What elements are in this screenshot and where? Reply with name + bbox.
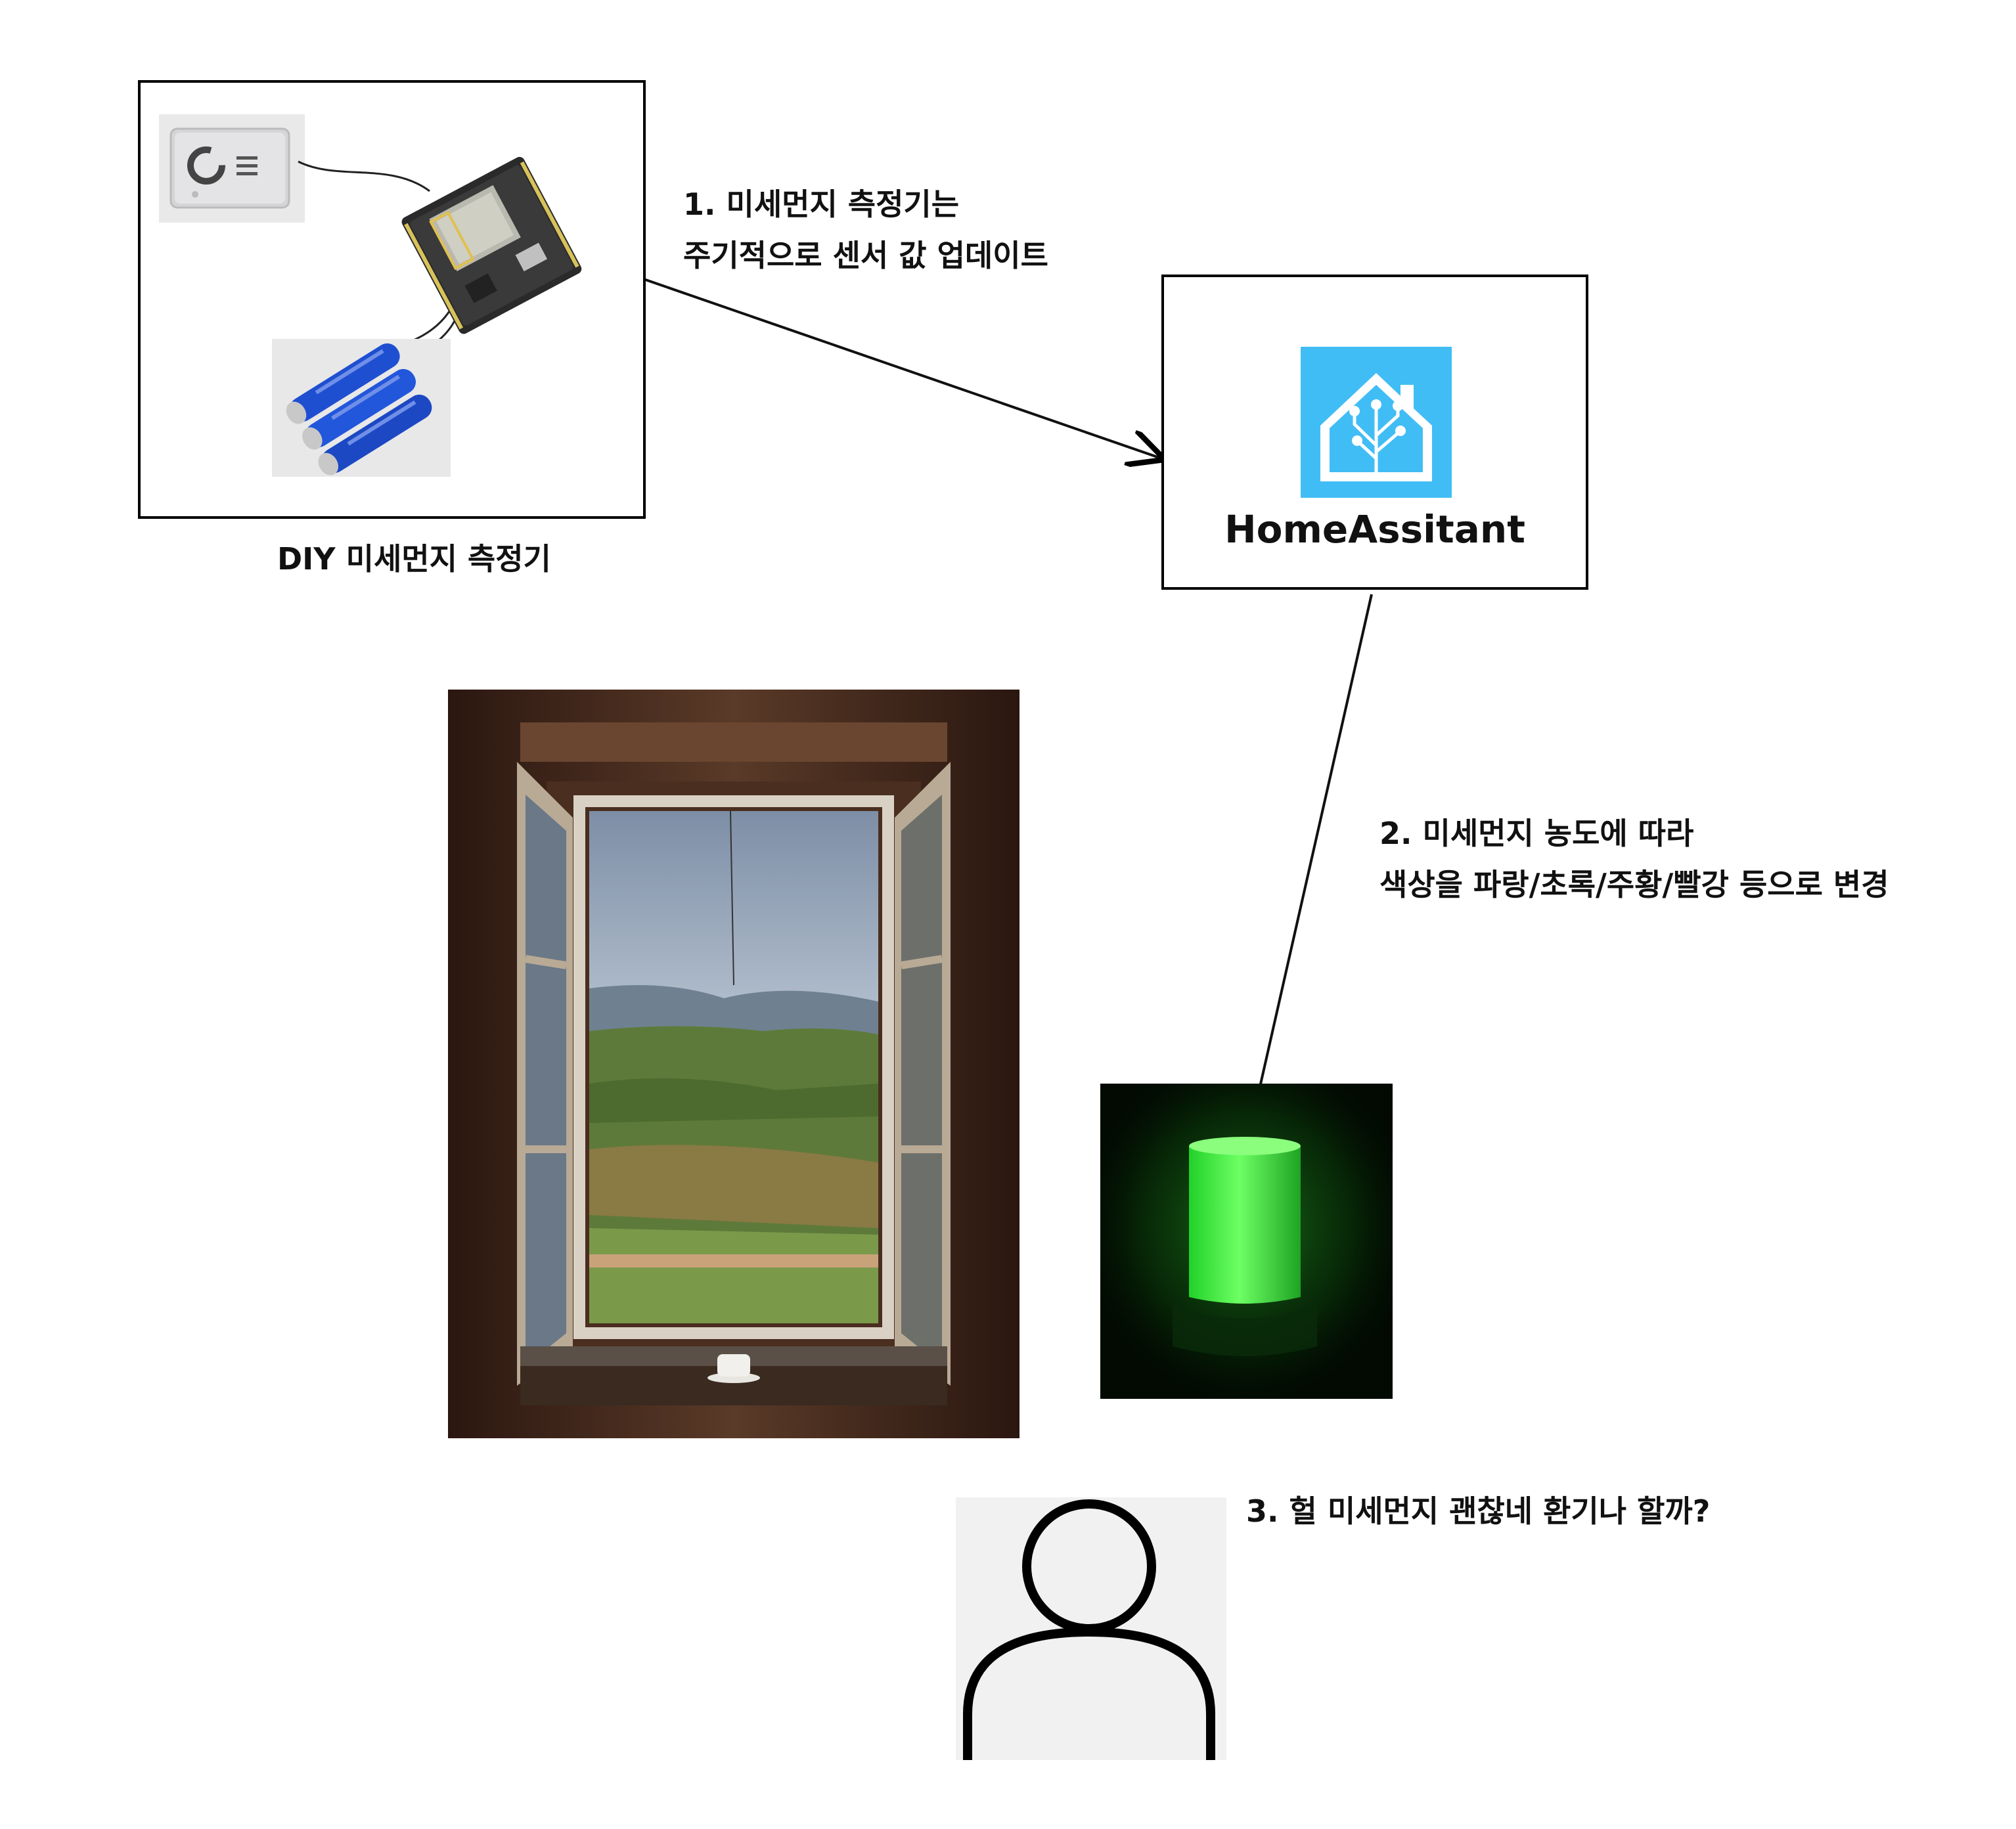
arrow-device-to-hub xyxy=(643,278,1161,458)
step1-line1: 1. 미세먼지 측정기는 xyxy=(683,187,960,222)
open-window-photo xyxy=(448,690,1019,1438)
home-assistant-title: HomeAssitant xyxy=(1224,507,1525,552)
esp8266-board-icon xyxy=(298,156,582,379)
step2-line1: 2. 미세먼지 농도에 따라 xyxy=(1379,816,1694,851)
line-hub-to-lamp xyxy=(1259,594,1373,1088)
battery-pack-icon xyxy=(272,339,451,477)
device-box xyxy=(138,80,646,519)
dust-sensor-icon xyxy=(159,114,305,223)
device-caption: DIY 미세먼지 측정기 xyxy=(277,541,551,577)
home-assistant-box: HomeAssitant xyxy=(1161,275,1588,590)
step2-line2: 색상을 파랑/초록/주황/빨강 등으로 변경 xyxy=(1379,867,1889,902)
home-assistant-logo-icon xyxy=(1301,347,1452,498)
step1-line2: 주기적으로 센서 값 업데이트 xyxy=(683,238,1048,273)
step1-text: 1. 미세먼지 측정기는 주기적으로 센서 값 업데이트 xyxy=(683,179,1048,281)
green-lamp-photo xyxy=(1100,1084,1393,1399)
step2-text: 2. 미세먼지 농도에 따라 색상을 파랑/초록/주황/빨강 등으로 변경 xyxy=(1379,808,1889,910)
step3-text: 3. 헐 미세먼지 괜찮네 환기나 할까? xyxy=(1246,1493,1711,1529)
person-avatar-icon xyxy=(956,1497,1226,1760)
